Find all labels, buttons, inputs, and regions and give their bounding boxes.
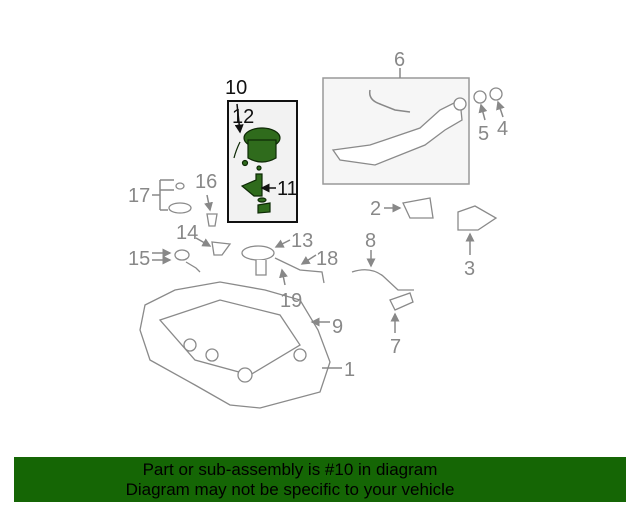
callout-9[interactable]: 9 bbox=[332, 316, 343, 338]
parts-outlines bbox=[168, 87, 503, 327]
info-banner: Part or sub-assembly is #10 in diagram D… bbox=[14, 457, 626, 502]
callout-13[interactable]: 13 bbox=[291, 230, 313, 252]
banner-line-1: Part or sub-assembly is #10 in diagram bbox=[142, 460, 438, 479]
callout-17[interactable]: 17 bbox=[128, 185, 150, 207]
banner-line-2: Diagram may not be specific to your vehi… bbox=[125, 480, 455, 499]
leader-lines bbox=[152, 68, 505, 369]
callout-5[interactable]: 5 bbox=[478, 123, 489, 145]
callout-10[interactable]: 10 bbox=[225, 77, 247, 99]
callout-19[interactable]: 19 bbox=[280, 290, 302, 312]
callout-3[interactable]: 3 bbox=[464, 258, 475, 280]
callout-1[interactable]: 1 bbox=[344, 359, 355, 381]
callout-6[interactable]: 6 bbox=[394, 49, 405, 71]
callout-11[interactable]: 11 bbox=[277, 178, 298, 200]
fuel-tank[interactable] bbox=[139, 281, 331, 409]
filler-pipe-box[interactable] bbox=[322, 77, 470, 185]
callout-16[interactable]: 16 bbox=[195, 171, 217, 193]
callout-12[interactable]: 12 bbox=[232, 106, 254, 128]
callout-labels: 10 12 11 6 5 4 2 3 17 16 14 15 13 18 19 … bbox=[128, 49, 508, 381]
callout-2[interactable]: 2 bbox=[370, 198, 381, 220]
callout-15[interactable]: 15 bbox=[128, 248, 150, 270]
callout-14[interactable]: 14 bbox=[176, 222, 198, 244]
fuel-pump-assembly-box[interactable] bbox=[227, 100, 298, 223]
callout-8[interactable]: 8 bbox=[365, 230, 376, 252]
callout-7[interactable]: 7 bbox=[390, 336, 401, 358]
callout-18[interactable]: 18 bbox=[316, 248, 338, 270]
parts-diagram: 10 12 11 6 5 4 2 3 17 16 14 15 13 18 19 … bbox=[128, 49, 508, 409]
callout-4[interactable]: 4 bbox=[497, 118, 508, 140]
